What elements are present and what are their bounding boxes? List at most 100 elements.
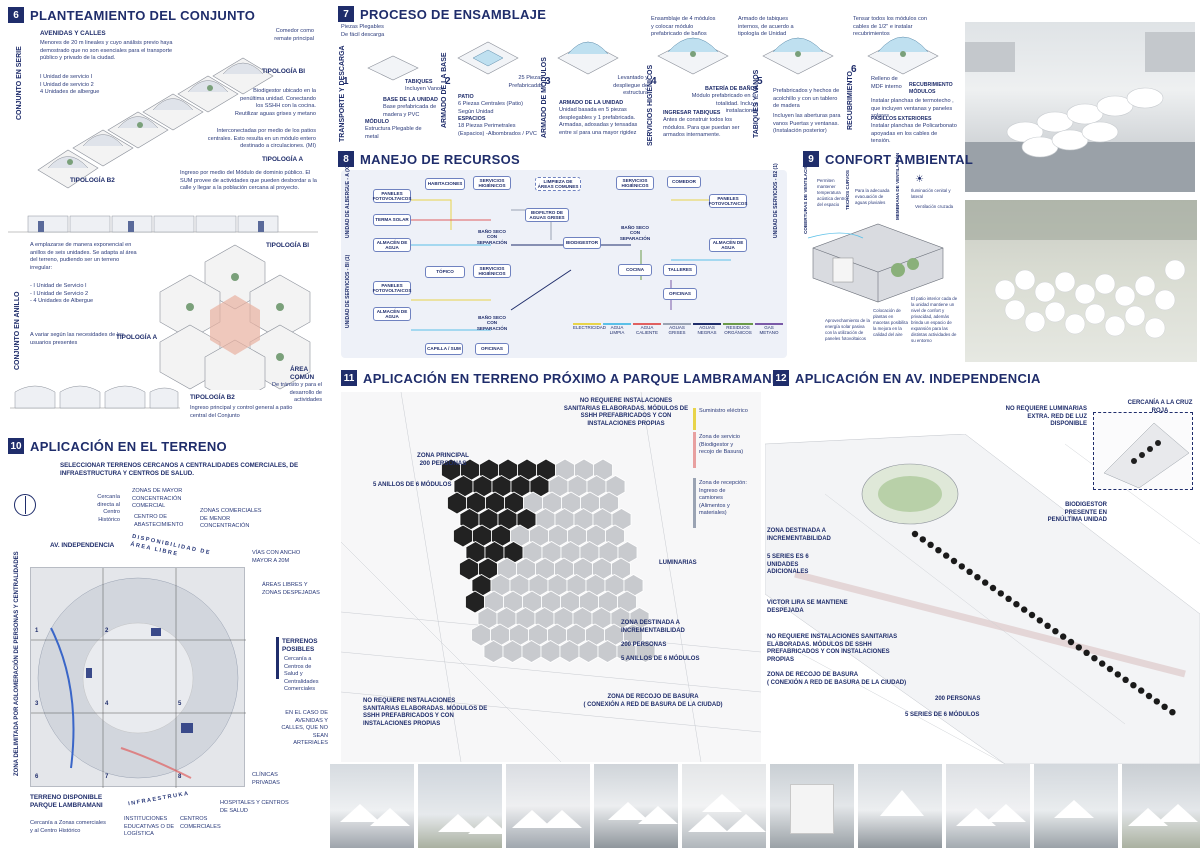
section-9-header: 9 CONFORT AMBIENTAL [803, 151, 973, 167]
text-zonas-menor: ZONAS COMERCIALES DE MENOR CONCENTRACIÓN [200, 508, 262, 530]
text-avenidas-no-arteriales: EN EL CASO DE AVENIDAS Y CALLES, QUE NO … [281, 710, 328, 747]
step2-patio: PATIO [458, 94, 474, 100]
render-top-right-art [965, 32, 1195, 192]
series-module [911, 530, 919, 538]
grid-label: 1 [35, 628, 39, 634]
step4-bateria-text: Módulo prefabricado en su totalidad. Inc… [691, 93, 758, 115]
render-thumb-8 [946, 764, 1030, 848]
biodigestor-text: Biodigestor ubicado en la penúltima unid… [234, 88, 316, 117]
render-thumb-2 [418, 764, 502, 848]
lambramani-map [341, 392, 761, 762]
series-module [997, 590, 1004, 597]
render-thumb-5 [682, 764, 766, 848]
step4-label: SERVICIOS HIGIÉNICOS [647, 64, 654, 146]
label-recojo: ZONA DE RECOJO DE BASURA ( CONEXIÓN A RE… [583, 694, 723, 708]
step1-label: TRANSPORTE Y DESCARGA [339, 45, 346, 142]
anillo-list: - I Unidad de Servicio I - I Unidad de S… [30, 283, 94, 305]
box-comedor: COMEDOR [667, 176, 701, 188]
legend-recepcion-bar [693, 478, 696, 528]
section-title: PROCESO DE ENSAMBLAJE [360, 6, 547, 22]
series-module [1028, 611, 1036, 619]
text-areas-libres: ÁREAS LIBRES Y ZONAS DESPEJADAS [262, 582, 320, 596]
legend-item: AGUAS NEGRAS [693, 323, 721, 335]
series-dots [911, 530, 1176, 716]
tipologia-a-ring-label: TIPOLOGÍA A [116, 334, 158, 341]
step6-pasillos-text: Instalar planchas de Policarbonato apoya… [871, 123, 957, 145]
render-thumb-3 [506, 764, 590, 848]
label-anillos-2: 5 ANILLOS DE 6 MÓDULOS [621, 656, 700, 662]
text-colocacion: Colocación de plantas en macetas posibil… [873, 308, 908, 337]
text-terrenos: Cercanía a Centros de Salud y Centralida… [284, 656, 319, 693]
label-personas: 200 PERSONAS [935, 696, 981, 702]
text-no-requiere-top: NO REQUIERE INSTALACIONES SANITARIAS ELA… [563, 398, 689, 427]
step4-ingresar-text: Antes de construir todos los módulos. Pa… [663, 117, 740, 139]
legend-item: AGUA CALIENTE [633, 323, 661, 335]
text-centro-abast: CENTRO DE ABASTECIMIENTO [134, 514, 184, 528]
section-6-planteamiento: 6 PLANTEAMIENTO DEL CONJUNTO CONJUNTO EN… [0, 0, 330, 430]
series-module [1052, 628, 1059, 635]
step1-modulo: MÓDULO [365, 119, 389, 125]
legend-recepcion: Zona de recepción: Ingreso de camiones (… [699, 480, 747, 517]
section-number: 9 [803, 151, 819, 167]
series-module [982, 579, 989, 586]
label-terrenos: TERRENOS POSIBLES [282, 638, 318, 653]
render-thumb-10 [1122, 764, 1200, 848]
series-module [989, 584, 997, 592]
text-disponibilidad: DISPONIBILIDAD DE ÁREA LIBRE [129, 533, 212, 558]
serie-diagram [37, 57, 274, 189]
text-aprovechamiento: Aprovechamiento de la energía solar pasi… [825, 318, 870, 341]
step2-top: 25 Piezas Prefabricadas [508, 75, 543, 89]
legend-item: AGUA LIMPIA [603, 323, 631, 335]
label-biodigestor: BIODIGESTOR PRESENTE EN PENÚLTIMA UNIDAD [1047, 502, 1107, 523]
recursos-legend: ELECTRICIDAD AGUA LIMPIA AGUA CALIENTE A… [573, 323, 783, 347]
step6-rec-text: Instalar planchas de termotecho , que in… [871, 98, 954, 120]
series-module [1005, 595, 1012, 602]
render-thumb-6 [770, 764, 854, 848]
tipologia-b1-label: TIPOLOGÍA BI [262, 68, 306, 75]
area-comun-text: De tránsito y para el desarrollo de acti… [271, 382, 322, 404]
step5-num: 5 [757, 76, 763, 87]
step4-bateria: BATERÍA DE BAÑOS [705, 86, 759, 92]
box-paneles-3: PANELES FOTOVOLTAICOS [372, 281, 412, 295]
step2-num: 2 [445, 76, 451, 87]
label-personas: 200 PERSONAS [621, 642, 667, 648]
series-module [966, 568, 973, 575]
step5-label: TABIQUES Y VANOS [753, 69, 760, 138]
label-no-requiere: NO REQUIERE INSTALACIONES SANITARIAS ELA… [767, 634, 898, 663]
box-ss-1: SERVICIOS HIGIÉNICOS [473, 176, 511, 190]
box-ss-2: SERVICIOS HIGIÉNICOS [616, 176, 654, 190]
box-paneles-2: PANELES FOTOVOLTAICOS [708, 194, 748, 208]
series-module [1122, 676, 1129, 683]
legend-electrico: Suministro eléctrico [699, 408, 748, 414]
section-11-lambramani: 11 APLICACIÓN EN TERRENO PRÓXIMO A PARQU… [333, 364, 776, 764]
label-anillos: 5 ANILLOS DE 6 MÓDULOS [373, 482, 452, 488]
north-icon [14, 494, 36, 516]
series-module [1106, 665, 1114, 673]
box-terma: TERMA SOLAR [373, 214, 411, 226]
section-title: PLANTEAMIENTO DEL CONJUNTO [30, 7, 256, 23]
section-title: APLICACIÓN EN AV. INDEPENDENCIA [795, 370, 1041, 386]
section-number: 6 [8, 7, 24, 23]
avenidas-text: Menores de 20 m lineales y cuyo análisis… [40, 40, 173, 62]
section-number: 11 [341, 370, 357, 386]
terreno-map-art [31, 568, 246, 788]
step6-top: Tensar todos los módulos con cables de 1… [853, 16, 928, 38]
label-zona-delimitada: ZONA DELIMITADA POR AGLOMERACIÓN DE PERS… [14, 551, 20, 776]
grid-label: 7 [105, 774, 109, 780]
section-10-header: 10 APLICACIÓN EN EL TERRENO [8, 438, 227, 454]
label-cercania-cruz: CERCANÍA A LA CRUZ ROJA [1127, 400, 1193, 414]
comedor-text: Comedor como remate principal [274, 28, 314, 42]
text-iluminacion: Iluminación cenital y lateral [911, 188, 951, 199]
text-para: Para la adecuada evacuación de aguas plu… [855, 188, 890, 205]
terrenos-bar [276, 637, 279, 679]
section-10-terreno: 10 APLICACIÓN EN EL TERRENO SELECCIONAR … [0, 432, 330, 848]
step5-vanos-text: Incluyen las aberturas para vanos Puerta… [773, 113, 841, 135]
text-no-requiere-bottom: NO REQUIERE INSTALACIONES SANITARIAS ELA… [363, 698, 488, 727]
render-right-aerial [965, 200, 1197, 362]
variar-text: A variar según las necesidades de los us… [30, 332, 124, 346]
series-module [1099, 660, 1106, 667]
box-almacen-2: ALMACÉN DE AGUA [709, 238, 747, 252]
tipologia-a-label: TIPOLOGÍA A [262, 156, 304, 163]
render-thumb-7 [858, 764, 942, 848]
label-luminarias: LUMINARIAS [659, 560, 697, 566]
